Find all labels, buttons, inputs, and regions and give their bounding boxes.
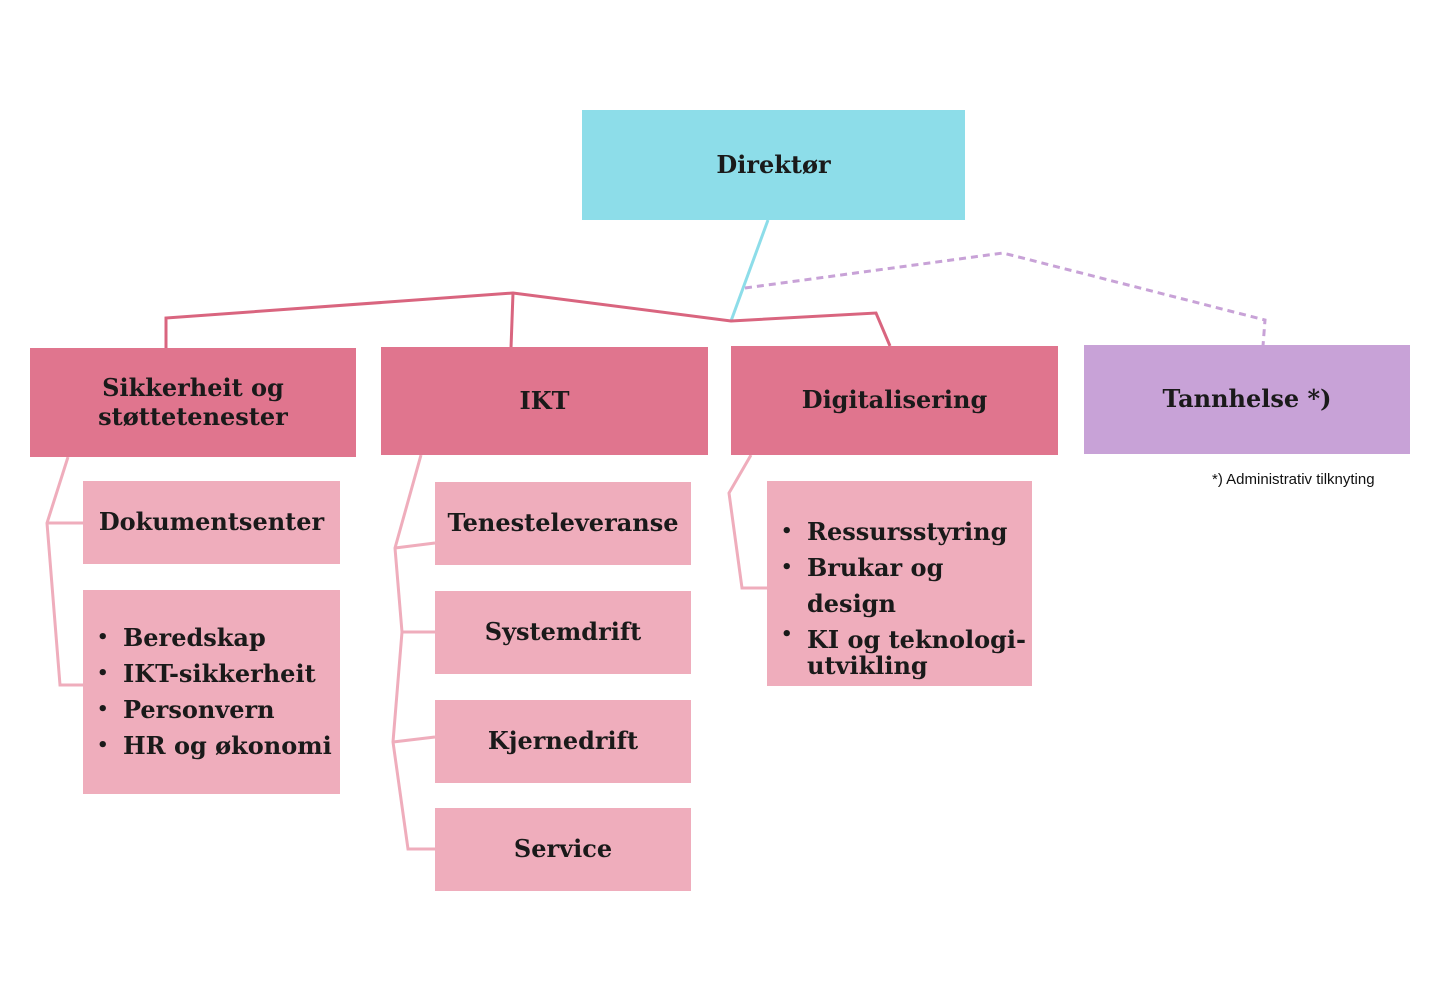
unit-systemdrift: Systemdrift (435, 591, 691, 674)
list-item: Personvern (97, 692, 332, 728)
list-item: Brukar og design (781, 550, 1032, 622)
unit-digitalisering-list: Ressursstyring Brukar og design KI og te… (767, 481, 1032, 686)
unit-sikkerheit-list: Beredskap IKT-sikkerheit Personvern HR o… (83, 590, 340, 794)
unit-service-label: Service (513, 834, 613, 864)
list-item-line1: KI og teknologi- (807, 625, 1027, 654)
unit-service: Service (435, 808, 691, 891)
department-digitalisering: Digitalisering (731, 346, 1058, 455)
digitalisering-bullet-list: Ressursstyring Brukar og design KI og te… (781, 514, 1032, 679)
unit-dokumentsenter: Dokumentsenter (83, 481, 340, 564)
unit-systemdrift-label: Systemdrift (484, 617, 642, 647)
unit-tenesteleveranse-label: Tenesteleveranse (447, 508, 679, 538)
list-item: Beredskap (97, 620, 332, 656)
department-sikkerheit-line1: Sikkerheit og (102, 372, 284, 402)
list-item: KI og teknologi- utvikling (781, 622, 1032, 679)
sikkerheit-bullet-list: Beredskap IKT-sikkerheit Personvern HR o… (97, 620, 332, 764)
director-label: Direktør (716, 149, 831, 179)
department-tannhelse-label: Tannhelse *) (1162, 384, 1332, 414)
list-item: HR og økonomi (97, 728, 332, 764)
department-sikkerheit: Sikkerheit og støttetenester (30, 348, 356, 457)
unit-kjernedrift-label: Kjernedrift (487, 726, 639, 756)
footnote: *) Administrativ tilknyting (1212, 471, 1375, 488)
department-sikkerheit-line2: støttetenester (98, 401, 288, 431)
list-item: Ressursstyring (781, 514, 1032, 550)
unit-kjernedrift: Kjernedrift (435, 700, 691, 783)
list-item-line2: utvikling (807, 651, 928, 680)
director-box: Direktør (582, 110, 965, 220)
department-ikt-label: IKT (519, 385, 570, 415)
department-ikt: IKT (381, 347, 708, 455)
unit-dokumentsenter-label: Dokumentsenter (98, 507, 325, 537)
department-digitalisering-label: Digitalisering (801, 385, 988, 415)
list-item: IKT-sikkerheit (97, 656, 332, 692)
unit-tenesteleveranse: Tenesteleveranse (435, 482, 691, 565)
department-tannhelse: Tannhelse *) (1084, 345, 1410, 454)
